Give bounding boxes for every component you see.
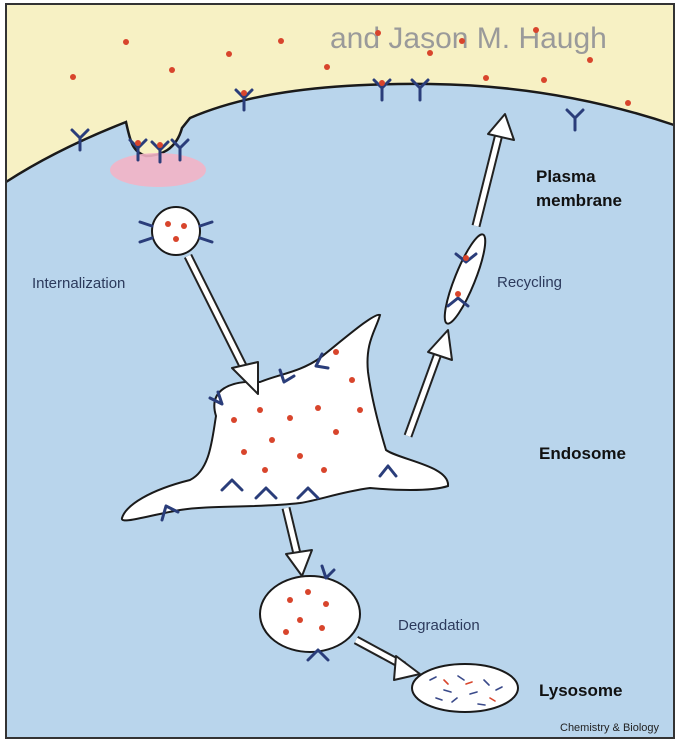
lysosome: [412, 664, 518, 712]
plasma-membrane-label-line1: Plasma: [536, 167, 596, 186]
degradation-vesicle: [260, 576, 360, 652]
internalized-vesicle: [152, 207, 200, 255]
endosome-label: Endosome: [539, 444, 626, 463]
recycling-label: Recycling: [497, 274, 562, 291]
degradation-label: Degradation: [398, 617, 480, 634]
credit-label: Chemistry & Biology: [560, 722, 660, 734]
internalization-label: Internalization: [32, 275, 125, 292]
plasma-membrane-label-line2: membrane: [536, 191, 622, 210]
header-fragment: and Jason M. Haugh: [330, 22, 607, 55]
coated-pit: [110, 153, 206, 187]
lysosome-label: Lysosome: [539, 681, 622, 700]
